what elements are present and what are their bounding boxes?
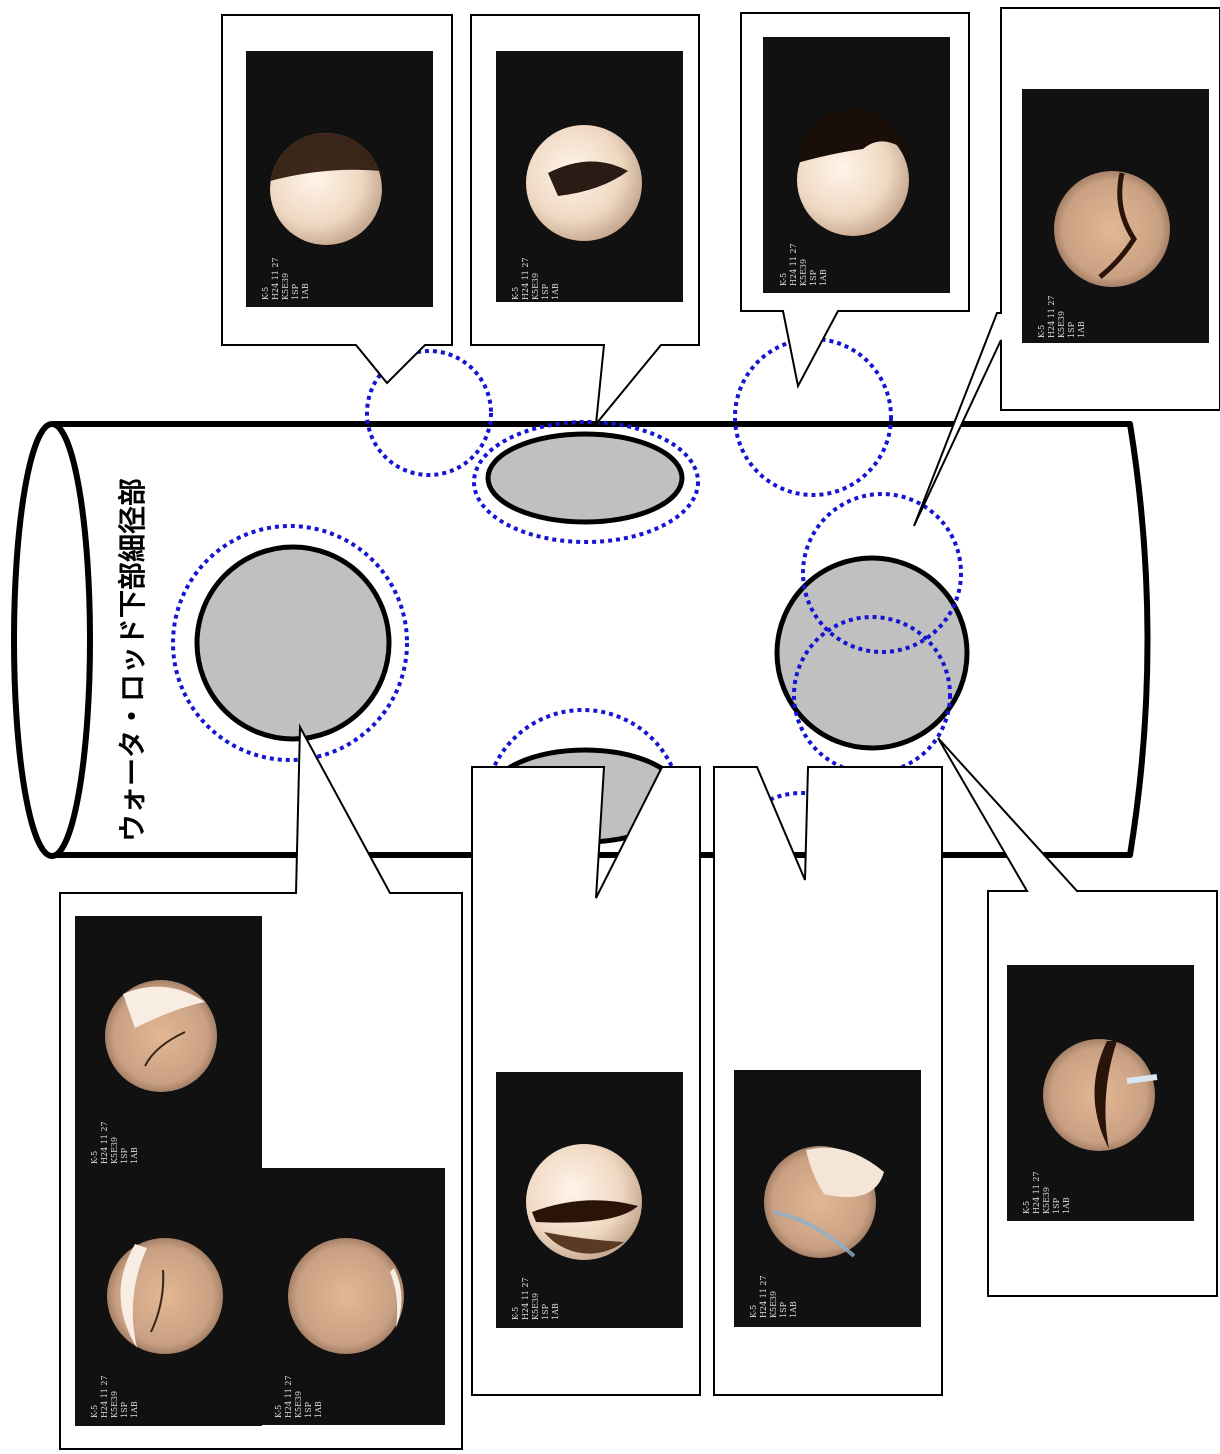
svg-text:K-5: K-5 bbox=[1022, 1201, 1031, 1214]
borescope-photo bbox=[75, 1172, 262, 1426]
svg-text:1SP: 1SP bbox=[120, 1401, 129, 1418]
svg-text:H24 11 27: H24 11 27 bbox=[521, 1277, 530, 1320]
hole-top-slot bbox=[485, 431, 685, 525]
borescope-photo bbox=[734, 1070, 921, 1327]
svg-text:H24 11 27: H24 11 27 bbox=[100, 1375, 109, 1418]
borescope-photo bbox=[1007, 965, 1194, 1221]
borescope-photo bbox=[1022, 89, 1209, 343]
photo-caption: K-5 H24 11 27 K5E39 1SP 1AB bbox=[511, 257, 560, 300]
zone-top-far-left bbox=[365, 349, 493, 477]
photo-caption: K-5 H24 11 27 K5E39 1SP 1AB bbox=[511, 1277, 560, 1320]
borescope-photo bbox=[496, 51, 683, 302]
svg-text:1AB: 1AB bbox=[789, 1301, 798, 1318]
hole-left bbox=[194, 544, 392, 742]
svg-text:1SP: 1SP bbox=[304, 1401, 313, 1418]
callout-top-left bbox=[221, 14, 453, 385]
photo-caption: K-5 H24 11 27 K5E39 1SP 1AB bbox=[261, 257, 310, 300]
svg-text:K-5: K-5 bbox=[749, 1305, 758, 1318]
svg-text:1AB: 1AB bbox=[551, 283, 560, 300]
svg-text:1SP: 1SP bbox=[541, 283, 550, 300]
svg-text:1AB: 1AB bbox=[1077, 321, 1086, 338]
svg-text:1SP: 1SP bbox=[291, 283, 300, 300]
hole-right bbox=[774, 555, 970, 751]
svg-text:1SP: 1SP bbox=[809, 269, 818, 286]
svg-text:H24 11 27: H24 11 27 bbox=[1047, 295, 1056, 338]
svg-text:K-5: K-5 bbox=[511, 1307, 520, 1320]
svg-text:H24 11 27: H24 11 27 bbox=[1032, 1171, 1041, 1214]
callout-left-hole bbox=[59, 723, 463, 1450]
zone-top-slot bbox=[472, 420, 700, 544]
svg-text:K5E39: K5E39 bbox=[294, 1391, 303, 1418]
svg-text:K-5: K-5 bbox=[779, 273, 788, 286]
svg-text:1SP: 1SP bbox=[541, 1303, 550, 1320]
svg-text:K5E39: K5E39 bbox=[110, 1391, 119, 1418]
svg-text:K5E39: K5E39 bbox=[110, 1137, 119, 1164]
zone-top-right bbox=[733, 337, 893, 497]
svg-text:H24 11 27: H24 11 27 bbox=[284, 1375, 293, 1418]
callout-bottom-right bbox=[713, 766, 943, 1396]
svg-text:1SP: 1SP bbox=[1052, 1197, 1061, 1214]
photo-caption: K-5 H24 11 27 K5E39 1SP 1AB bbox=[90, 1121, 139, 1164]
svg-text:1AB: 1AB bbox=[301, 283, 310, 300]
svg-text:1AB: 1AB bbox=[130, 1401, 139, 1418]
borescope-photo bbox=[75, 916, 262, 1172]
svg-text:K5E39: K5E39 bbox=[531, 1293, 540, 1320]
svg-text:K5E39: K5E39 bbox=[1057, 311, 1066, 338]
photo-captions: K-5 H24 11 27 K5E39 1SP 1AB K-5 H24 11 2… bbox=[90, 243, 1086, 1418]
svg-text:1AB: 1AB bbox=[130, 1147, 139, 1164]
photo-caption: K-5 H24 11 27 K5E39 1SP 1AB bbox=[1037, 295, 1086, 338]
borescope-photo bbox=[258, 1168, 445, 1425]
svg-text:H24 11 27: H24 11 27 bbox=[100, 1121, 109, 1164]
svg-text:K-5: K-5 bbox=[274, 1405, 283, 1418]
svg-text:1SP: 1SP bbox=[1067, 321, 1076, 338]
svg-text:H24 11 27: H24 11 27 bbox=[789, 243, 798, 286]
svg-text:K-5: K-5 bbox=[261, 287, 270, 300]
svg-text:K5E39: K5E39 bbox=[769, 1291, 778, 1318]
zone-left-hole bbox=[171, 524, 409, 762]
svg-text:K5E39: K5E39 bbox=[531, 273, 540, 300]
callout-top-right bbox=[740, 12, 970, 389]
callout-right-upper bbox=[913, 7, 1220, 527]
svg-text:H24 11 27: H24 11 27 bbox=[521, 257, 530, 300]
svg-text:K5E39: K5E39 bbox=[281, 273, 290, 300]
svg-text:K5E39: K5E39 bbox=[1042, 1187, 1051, 1214]
photo-caption: K-5 H24 11 27 K5E39 1SP 1AB bbox=[779, 243, 828, 286]
svg-text:K5E39: K5E39 bbox=[799, 259, 808, 286]
svg-text:H24 11 27: H24 11 27 bbox=[759, 1275, 768, 1318]
svg-text:K-5: K-5 bbox=[1037, 325, 1046, 338]
photo-caption: K-5 H24 11 27 K5E39 1SP 1AB bbox=[90, 1375, 139, 1418]
rod-title: ウォータ・ロッド下部細径部 bbox=[116, 478, 149, 842]
photo-caption: K-5 H24 11 27 K5E39 1SP 1AB bbox=[749, 1275, 798, 1318]
svg-text:1AB: 1AB bbox=[1062, 1197, 1071, 1214]
callout-top-slot bbox=[470, 14, 700, 428]
photo-caption: K-5 H24 11 27 K5E39 1SP 1AB bbox=[1022, 1171, 1071, 1214]
borescope-photo bbox=[496, 1072, 683, 1328]
svg-text:1SP: 1SP bbox=[120, 1147, 129, 1164]
svg-text:K-5: K-5 bbox=[90, 1151, 99, 1164]
photo-caption: K-5 H24 11 27 K5E39 1SP 1AB bbox=[274, 1375, 323, 1418]
svg-text:1SP: 1SP bbox=[779, 1301, 788, 1318]
zone-right-hole-upper bbox=[801, 492, 963, 654]
callout-bottom-slot bbox=[471, 766, 701, 1396]
svg-text:H24 11 27: H24 11 27 bbox=[271, 257, 280, 300]
svg-text:K-5: K-5 bbox=[511, 287, 520, 300]
callout-right-lower bbox=[937, 737, 1218, 1297]
svg-text:K-5: K-5 bbox=[90, 1405, 99, 1418]
borescope-photo bbox=[763, 37, 950, 293]
svg-text:1AB: 1AB bbox=[551, 1303, 560, 1320]
borescope-photo bbox=[246, 51, 433, 307]
svg-text:1AB: 1AB bbox=[314, 1401, 323, 1418]
svg-text:1AB: 1AB bbox=[819, 269, 828, 286]
